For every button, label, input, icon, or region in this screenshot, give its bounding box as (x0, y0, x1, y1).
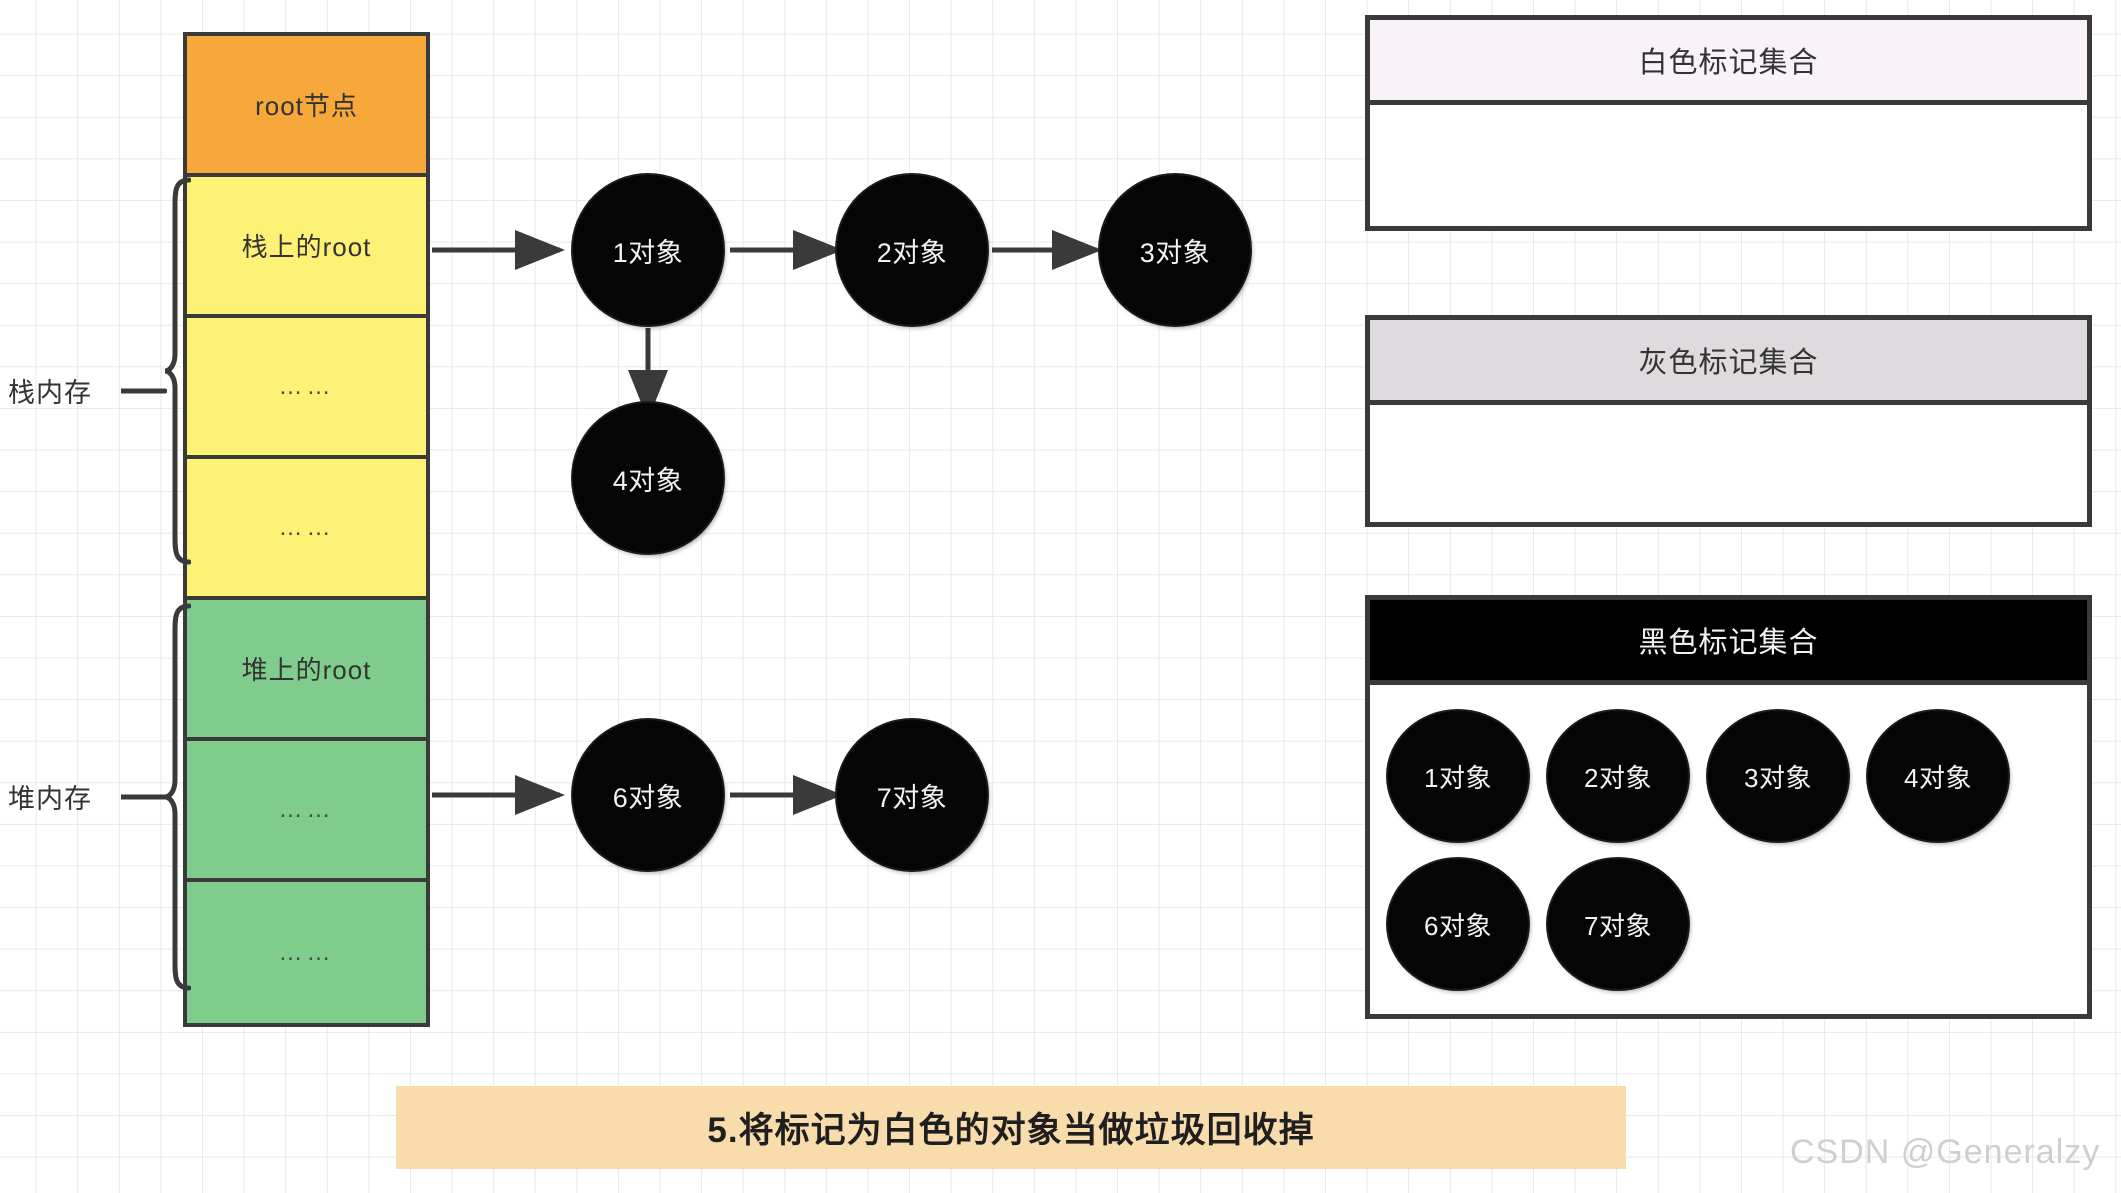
stack-memory-brace (163, 176, 191, 566)
memory-cell-heap-dots-1: …… (187, 741, 426, 882)
graph-node-label: 4对象 (612, 465, 684, 496)
memory-cell-label: …… (278, 372, 335, 400)
stack-memory-label-text: 栈内存 (8, 378, 92, 408)
graph-node-label: 2对象 (876, 237, 948, 268)
memory-cell-label: 堆上的root (241, 655, 372, 685)
black-set-item-label: 4对象 (1904, 762, 1972, 793)
memory-cell-heap-root: 堆上的root (187, 600, 426, 741)
heap-memory-label: 堆内存 (8, 777, 92, 816)
caption-text: 5.将标记为白色的对象当做垃圾回收掉 (707, 1111, 1315, 1150)
stack-memory-label: 栈内存 (8, 371, 92, 410)
white-mark-set-header: 白色标记集合 (1370, 20, 2087, 105)
black-set-item-label: 2对象 (1584, 762, 1652, 793)
stack-memory-brace-stem (121, 387, 167, 395)
black-set-item[interactable]: 7对象 (1548, 859, 1688, 989)
memory-cell-label: …… (278, 513, 335, 541)
gray-mark-set-panel: 灰色标记集合 (1365, 315, 2092, 527)
graph-node-obj2[interactable]: 2对象 (837, 175, 987, 325)
gray-mark-set-header: 灰色标记集合 (1370, 320, 2087, 405)
memory-cell-stack-dots-2: …… (187, 459, 426, 600)
graph-node-label: 6对象 (612, 782, 684, 813)
graph-node-obj7[interactable]: 7对象 (837, 720, 987, 870)
black-set-item[interactable]: 1对象 (1388, 711, 1528, 841)
black-set-item[interactable]: 4对象 (1868, 711, 2008, 841)
black-set-item[interactable]: 2对象 (1548, 711, 1688, 841)
black-set-item-label: 1对象 (1424, 762, 1492, 793)
heap-memory-brace-stem (121, 793, 167, 801)
memory-cell-root-node: root节点 (187, 36, 426, 177)
graph-node-obj3[interactable]: 3对象 (1100, 175, 1250, 325)
gray-mark-set-body (1370, 405, 2087, 527)
memory-cell-stack-dots-1: …… (187, 318, 426, 459)
memory-cell-stack-root: 栈上的root (187, 177, 426, 318)
graph-node-obj1[interactable]: 1对象 (573, 175, 723, 325)
black-mark-set-body: 1对象 2对象 3对象 4对象 6对象 7对象 (1370, 685, 2087, 1019)
graph-node-label: 1对象 (612, 237, 684, 268)
memory-cell-label: …… (278, 795, 335, 823)
memory-column: root节点 栈上的root …… …… 堆上的root …… …… (183, 32, 430, 1027)
graph-node-label: 7对象 (876, 782, 948, 813)
black-set-item-label: 7对象 (1584, 910, 1652, 941)
gray-mark-set-title: 灰色标记集合 (1638, 347, 1819, 379)
white-mark-set-panel: 白色标记集合 (1365, 15, 2092, 231)
memory-cell-heap-dots-2: …… (187, 882, 426, 1023)
black-mark-set-panel: 黑色标记集合 1对象 2对象 3对象 4对象 6对象 7对象 (1365, 595, 2092, 1019)
black-mark-set-title: 黑色标记集合 (1638, 627, 1819, 659)
caption-banner: 5.将标记为白色的对象当做垃圾回收掉 (396, 1086, 1626, 1169)
memory-cell-label: root节点 (255, 91, 358, 121)
white-mark-set-title: 白色标记集合 (1638, 47, 1819, 79)
graph-node-obj6[interactable]: 6对象 (573, 720, 723, 870)
graph-node-label: 3对象 (1139, 237, 1211, 268)
black-set-item-label: 6对象 (1424, 910, 1492, 941)
black-set-item[interactable]: 3对象 (1708, 711, 1848, 841)
memory-cell-label: …… (278, 938, 335, 966)
black-set-item[interactable]: 6对象 (1388, 859, 1528, 989)
graph-node-obj4[interactable]: 4对象 (573, 403, 723, 553)
heap-memory-label-text: 堆内存 (8, 784, 92, 814)
black-set-item-label: 3对象 (1744, 762, 1812, 793)
white-mark-set-body (1370, 105, 2087, 231)
black-mark-set-header: 黑色标记集合 (1370, 600, 2087, 685)
memory-cell-label: 栈上的root (241, 232, 372, 262)
watermark: CSDN @Generalzy (1790, 1133, 2101, 1171)
